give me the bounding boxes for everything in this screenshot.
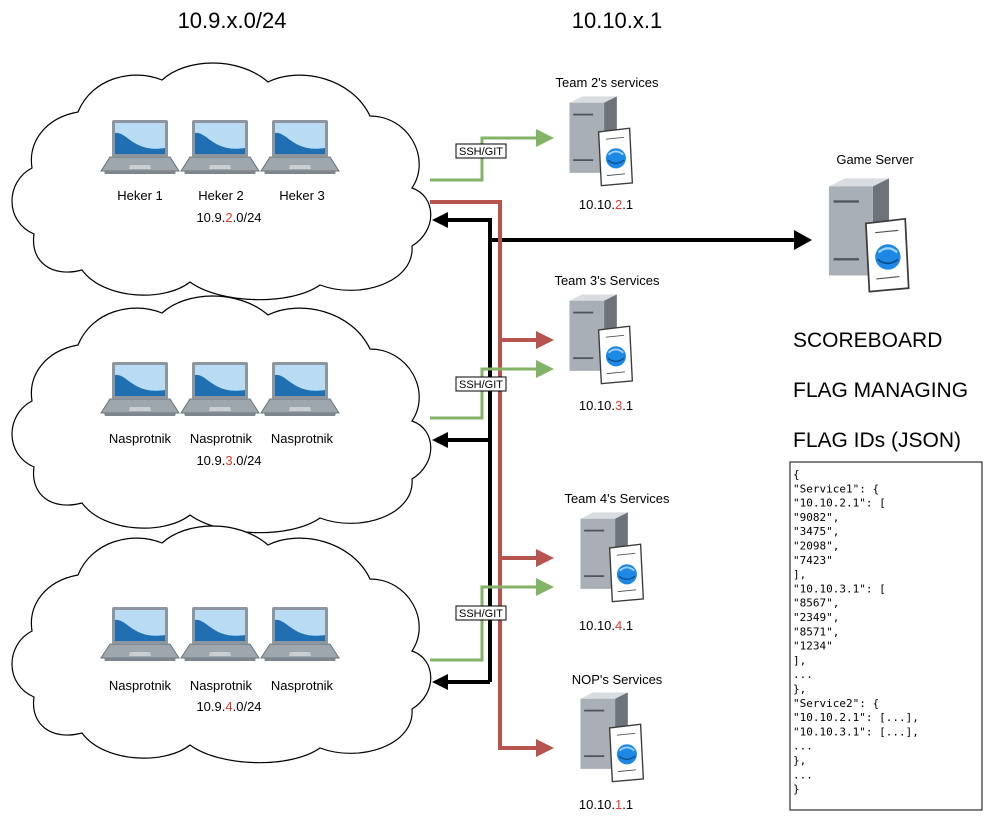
- game-server-title: Game Server: [836, 152, 914, 167]
- json-line: }: [793, 783, 800, 796]
- flag-ids-json-text: { "Service1": { "10.10.2.1": [ "9082", "…: [793, 468, 919, 796]
- service-title: NOP's Services: [572, 672, 663, 687]
- subnet-label: 10.9.3.0/24: [196, 453, 261, 468]
- laptop-icon: [100, 361, 180, 417]
- json-line: },: [793, 754, 806, 767]
- host-label: Nasprotnik: [271, 678, 334, 693]
- json-line: ],: [793, 654, 806, 667]
- json-line: "2098",: [793, 540, 839, 553]
- laptop-icon: [260, 606, 340, 662]
- game-server-function: FLAG MANAGING: [793, 379, 968, 402]
- laptop-icon: [180, 606, 260, 662]
- service-ip: 10.10.2.1: [579, 197, 633, 212]
- laptop-icon: [180, 119, 260, 175]
- subnet-label: 10.9.4.0/24: [196, 699, 261, 714]
- host-label: Heker 3: [279, 188, 325, 203]
- game-server-links: [446, 218, 796, 684]
- attack-arrowheads: [536, 331, 554, 757]
- json-line: "Service1": {: [793, 482, 879, 495]
- laptop-icon: [260, 361, 340, 417]
- attack-links: [430, 200, 538, 750]
- service-title: Team 4's Services: [564, 491, 670, 506]
- host-label: Nasprotnik: [109, 678, 172, 693]
- json-line: ...: [793, 768, 813, 781]
- host-label: Heker 1: [117, 188, 163, 203]
- svg-text:SSH/GIT: SSH/GIT: [459, 608, 503, 620]
- json-line: "Service2": {: [793, 697, 879, 710]
- json-line: ],: [793, 568, 806, 581]
- service-ip: 10.10.4.1: [579, 618, 633, 633]
- json-line: "8571",: [793, 625, 839, 638]
- service-ip: 10.10.3.1: [579, 398, 633, 413]
- ssh-git-label: SSH/GIT: [455, 376, 507, 392]
- service-title: Team 3's Services: [554, 273, 660, 288]
- service-ip: 10.10.1.1: [579, 797, 633, 812]
- game-server-icon: [827, 177, 910, 293]
- json-line: "3475",: [793, 525, 839, 538]
- ssh-arrowheads: [536, 129, 554, 596]
- service-range-header: 10.10.x.1: [572, 8, 663, 33]
- host-label: Nasprotnik: [109, 431, 172, 446]
- host-label: Nasprotnik: [190, 678, 253, 693]
- server-icon: [579, 511, 645, 603]
- json-line: "2349",: [793, 611, 839, 624]
- json-line: "10.10.2.1": [: [793, 497, 886, 510]
- server-icon: [579, 691, 645, 783]
- game-link-arrowheads: [432, 212, 812, 690]
- laptop-icon: [260, 119, 340, 175]
- flag-ids-json-box: [789, 461, 983, 811]
- ssh-git-label: SSH/GIT: [455, 143, 507, 159]
- laptop-icon: [180, 361, 260, 417]
- host-label: Heker 2: [198, 188, 244, 203]
- json-line: },: [793, 683, 806, 696]
- team-network-cloud: [11, 62, 432, 301]
- json-line: "10.10.2.1": [...],: [793, 711, 919, 724]
- host-label: Nasprotnik: [190, 431, 253, 446]
- json-line: "9082",: [793, 511, 839, 524]
- json-line: {: [793, 468, 800, 481]
- subnet-range-header: 10.9.x.0/24: [178, 8, 287, 33]
- json-line: "1234": [793, 640, 833, 653]
- service-title: Team 2's services: [556, 75, 659, 90]
- json-line: "10.10.3.1": [: [793, 582, 886, 595]
- json-line: "10.10.3.1": [...],: [793, 725, 919, 738]
- ssh-git-label: SSH/GIT: [455, 605, 507, 621]
- json-line: "7423": [793, 554, 833, 567]
- json-line: ...: [793, 668, 813, 681]
- laptop-icon: [100, 606, 180, 662]
- laptop-icon: [100, 119, 180, 175]
- svg-text:SSH/GIT: SSH/GIT: [459, 379, 503, 391]
- server-icon: [568, 293, 634, 385]
- svg-text:SSH/GIT: SSH/GIT: [459, 146, 503, 158]
- subnet-label: 10.9.2.0/24: [196, 210, 261, 225]
- game-server-function: SCOREBOARD: [793, 329, 942, 352]
- ssh-git-links: [430, 136, 538, 662]
- json-line: "8567",: [793, 597, 839, 610]
- host-label: Nasprotnik: [271, 431, 334, 446]
- json-line: ...: [793, 740, 813, 753]
- game-server-function: FLAG IDs (JSON): [793, 429, 961, 452]
- server-icon: [568, 95, 634, 187]
